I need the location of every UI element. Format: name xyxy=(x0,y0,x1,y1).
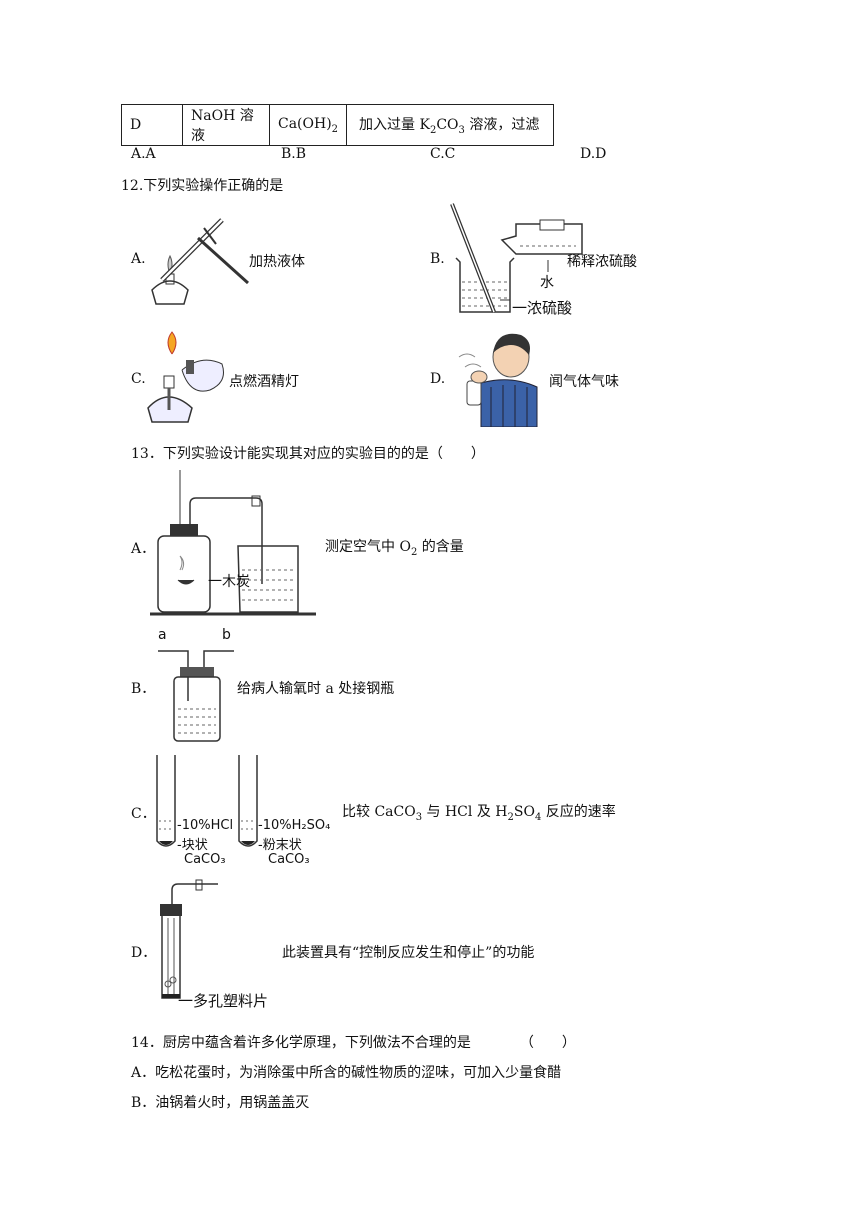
q14-b-text: B．油锅着火时，用锅盖盖灭 xyxy=(131,1095,310,1111)
option-b: B.B xyxy=(281,146,307,162)
heating-liquid-illustration xyxy=(151,218,250,305)
q13-c-text: 比较 CaCO3 与 HCl 及 H2SO4 反应的速率 xyxy=(342,804,616,823)
table-cell: Ca(OH)2 xyxy=(268,104,348,146)
q14-a-text: A．吃松花蛋时，为消除蛋中所含的碱性物质的涩味，可加入少量食醋 xyxy=(131,1065,562,1081)
label-block: -块状 xyxy=(177,838,208,853)
table-cell: D xyxy=(121,104,183,146)
oxygen-bottle-illustration xyxy=(158,650,234,742)
q13-b-text: 给病人输氧时 a 处接钢瓶 xyxy=(237,681,395,697)
question-14-stem: 14．厨房中蕴含着许多化学原理，下列做法不合理的是 （ ） xyxy=(131,1035,576,1051)
label-powder: -粉末状 xyxy=(258,838,302,853)
label-hcl: -10%HCl xyxy=(177,818,234,833)
q13-b-letter: B． xyxy=(131,681,156,697)
q12-b-letter: B. xyxy=(430,251,445,267)
option-a: A.A xyxy=(131,146,156,162)
label-caco3-left: CaCO₃ xyxy=(184,852,226,867)
option-d: D.D xyxy=(580,146,607,162)
lighting-lamp-illustration xyxy=(147,331,224,423)
label-acid: 一浓硫酸 xyxy=(512,299,573,317)
label-h2so4: -10%H₂SO₄ xyxy=(258,818,331,833)
option-c: C.C xyxy=(430,146,456,162)
q12-a-text: 加热液体 xyxy=(249,254,305,270)
control-reaction-apparatus-illustration xyxy=(160,879,218,999)
q12-a-letter: A. xyxy=(131,251,146,267)
q12-d-letter: D. xyxy=(430,371,446,387)
test-tubes-illustration xyxy=(156,755,258,847)
label-a: a xyxy=(158,627,167,643)
q12-c-letter: C. xyxy=(131,371,146,387)
label-caco3-right: CaCO₃ xyxy=(268,852,310,867)
option-table: D NaOH 溶液 Ca(OH)2 加入过量 K2CO3 溶液，过滤 xyxy=(121,104,555,146)
question-13-stem: 13．下列实验设计能实现其对应的实验目的的是（ ） xyxy=(131,446,485,462)
table-row: D NaOH 溶液 Ca(OH)2 加入过量 K2CO3 溶液，过滤 xyxy=(121,104,555,146)
charcoal-apparatus-illustration xyxy=(150,470,316,616)
q13-d-text: 此装置具有“控制反应发生和停止”的功能 xyxy=(282,945,535,961)
q12-c-text: 点燃酒精灯 xyxy=(229,374,299,390)
table-cell: 加入过量 K2CO3 溶液，过滤 xyxy=(346,104,555,146)
dilute-acid-illustration xyxy=(450,203,583,313)
q12-d-text: 闻气体气味 xyxy=(549,374,619,390)
q13-d-letter: D． xyxy=(131,945,157,961)
label-charcoal: 一木炭 xyxy=(208,574,250,590)
q13-a-text: 测定空气中 O2 的含量 xyxy=(325,539,464,558)
smelling-gas-illustration xyxy=(458,333,538,427)
q12-b-text: 稀释浓硫酸 xyxy=(567,254,637,270)
label-water: 水 xyxy=(540,275,554,291)
label-b: b xyxy=(222,627,231,643)
q13-a-letter: A． xyxy=(131,541,156,557)
question-12-stem: 12.下列实验操作正确的是 xyxy=(121,178,284,194)
table-cell: NaOH 溶液 xyxy=(182,104,270,146)
label-plate: 一多孔塑料片 xyxy=(178,992,269,1010)
q13-c-letter: C． xyxy=(131,806,156,822)
